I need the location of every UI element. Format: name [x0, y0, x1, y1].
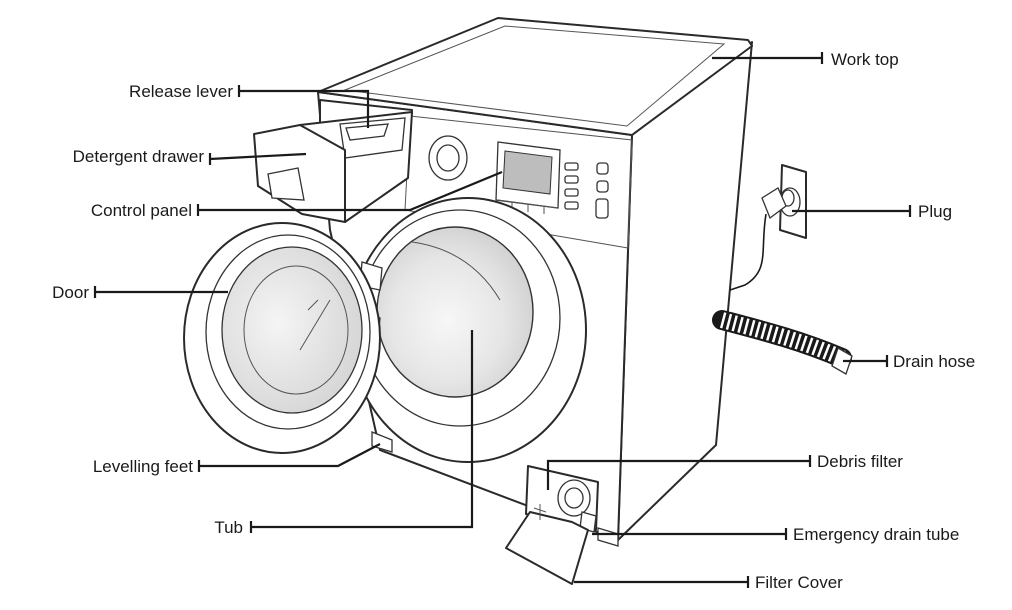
label-emergency-drain-tube: Emergency drain tube	[793, 525, 959, 544]
panel-buttons	[564, 162, 609, 219]
label-levelling-feet: Levelling feet	[93, 457, 193, 476]
label-tub: Tub	[214, 518, 243, 537]
display-screen	[502, 150, 553, 195]
leader-control-panel	[198, 170, 503, 212]
label-plug: Plug	[918, 202, 952, 221]
leader-debris-filter	[546, 459, 810, 490]
drain-hose	[712, 310, 853, 375]
leader-release-lever	[239, 89, 370, 128]
label-detergent-drawer: Detergent drawer	[73, 147, 205, 166]
leader-detergent-drawer	[209, 152, 307, 161]
levelling-foot-front	[371, 431, 393, 453]
plug	[729, 164, 807, 291]
label-filter-cover: Filter Cover	[755, 573, 843, 592]
door	[183, 222, 381, 454]
label-work-top: Work top	[831, 50, 899, 69]
leader-tub	[251, 330, 474, 529]
label-control-panel: Control panel	[91, 201, 192, 220]
work-top-surface	[317, 17, 753, 136]
label-drain-hose: Drain hose	[893, 352, 975, 371]
label-release-lever: Release lever	[129, 82, 233, 101]
label-debris-filter: Debris filter	[817, 452, 903, 471]
drum	[376, 226, 534, 398]
detergent-drawer	[253, 99, 413, 223]
levelling-foot-side	[597, 527, 619, 547]
washing-machine	[183, 17, 853, 585]
labels: Work top Release lever Detergent drawer …	[52, 50, 975, 592]
leader-levelling-feet	[199, 443, 381, 468]
release-lever-part	[345, 123, 389, 141]
leader-lines	[93, 52, 912, 588]
label-door: Door	[52, 283, 89, 302]
filter-cover	[505, 511, 589, 585]
